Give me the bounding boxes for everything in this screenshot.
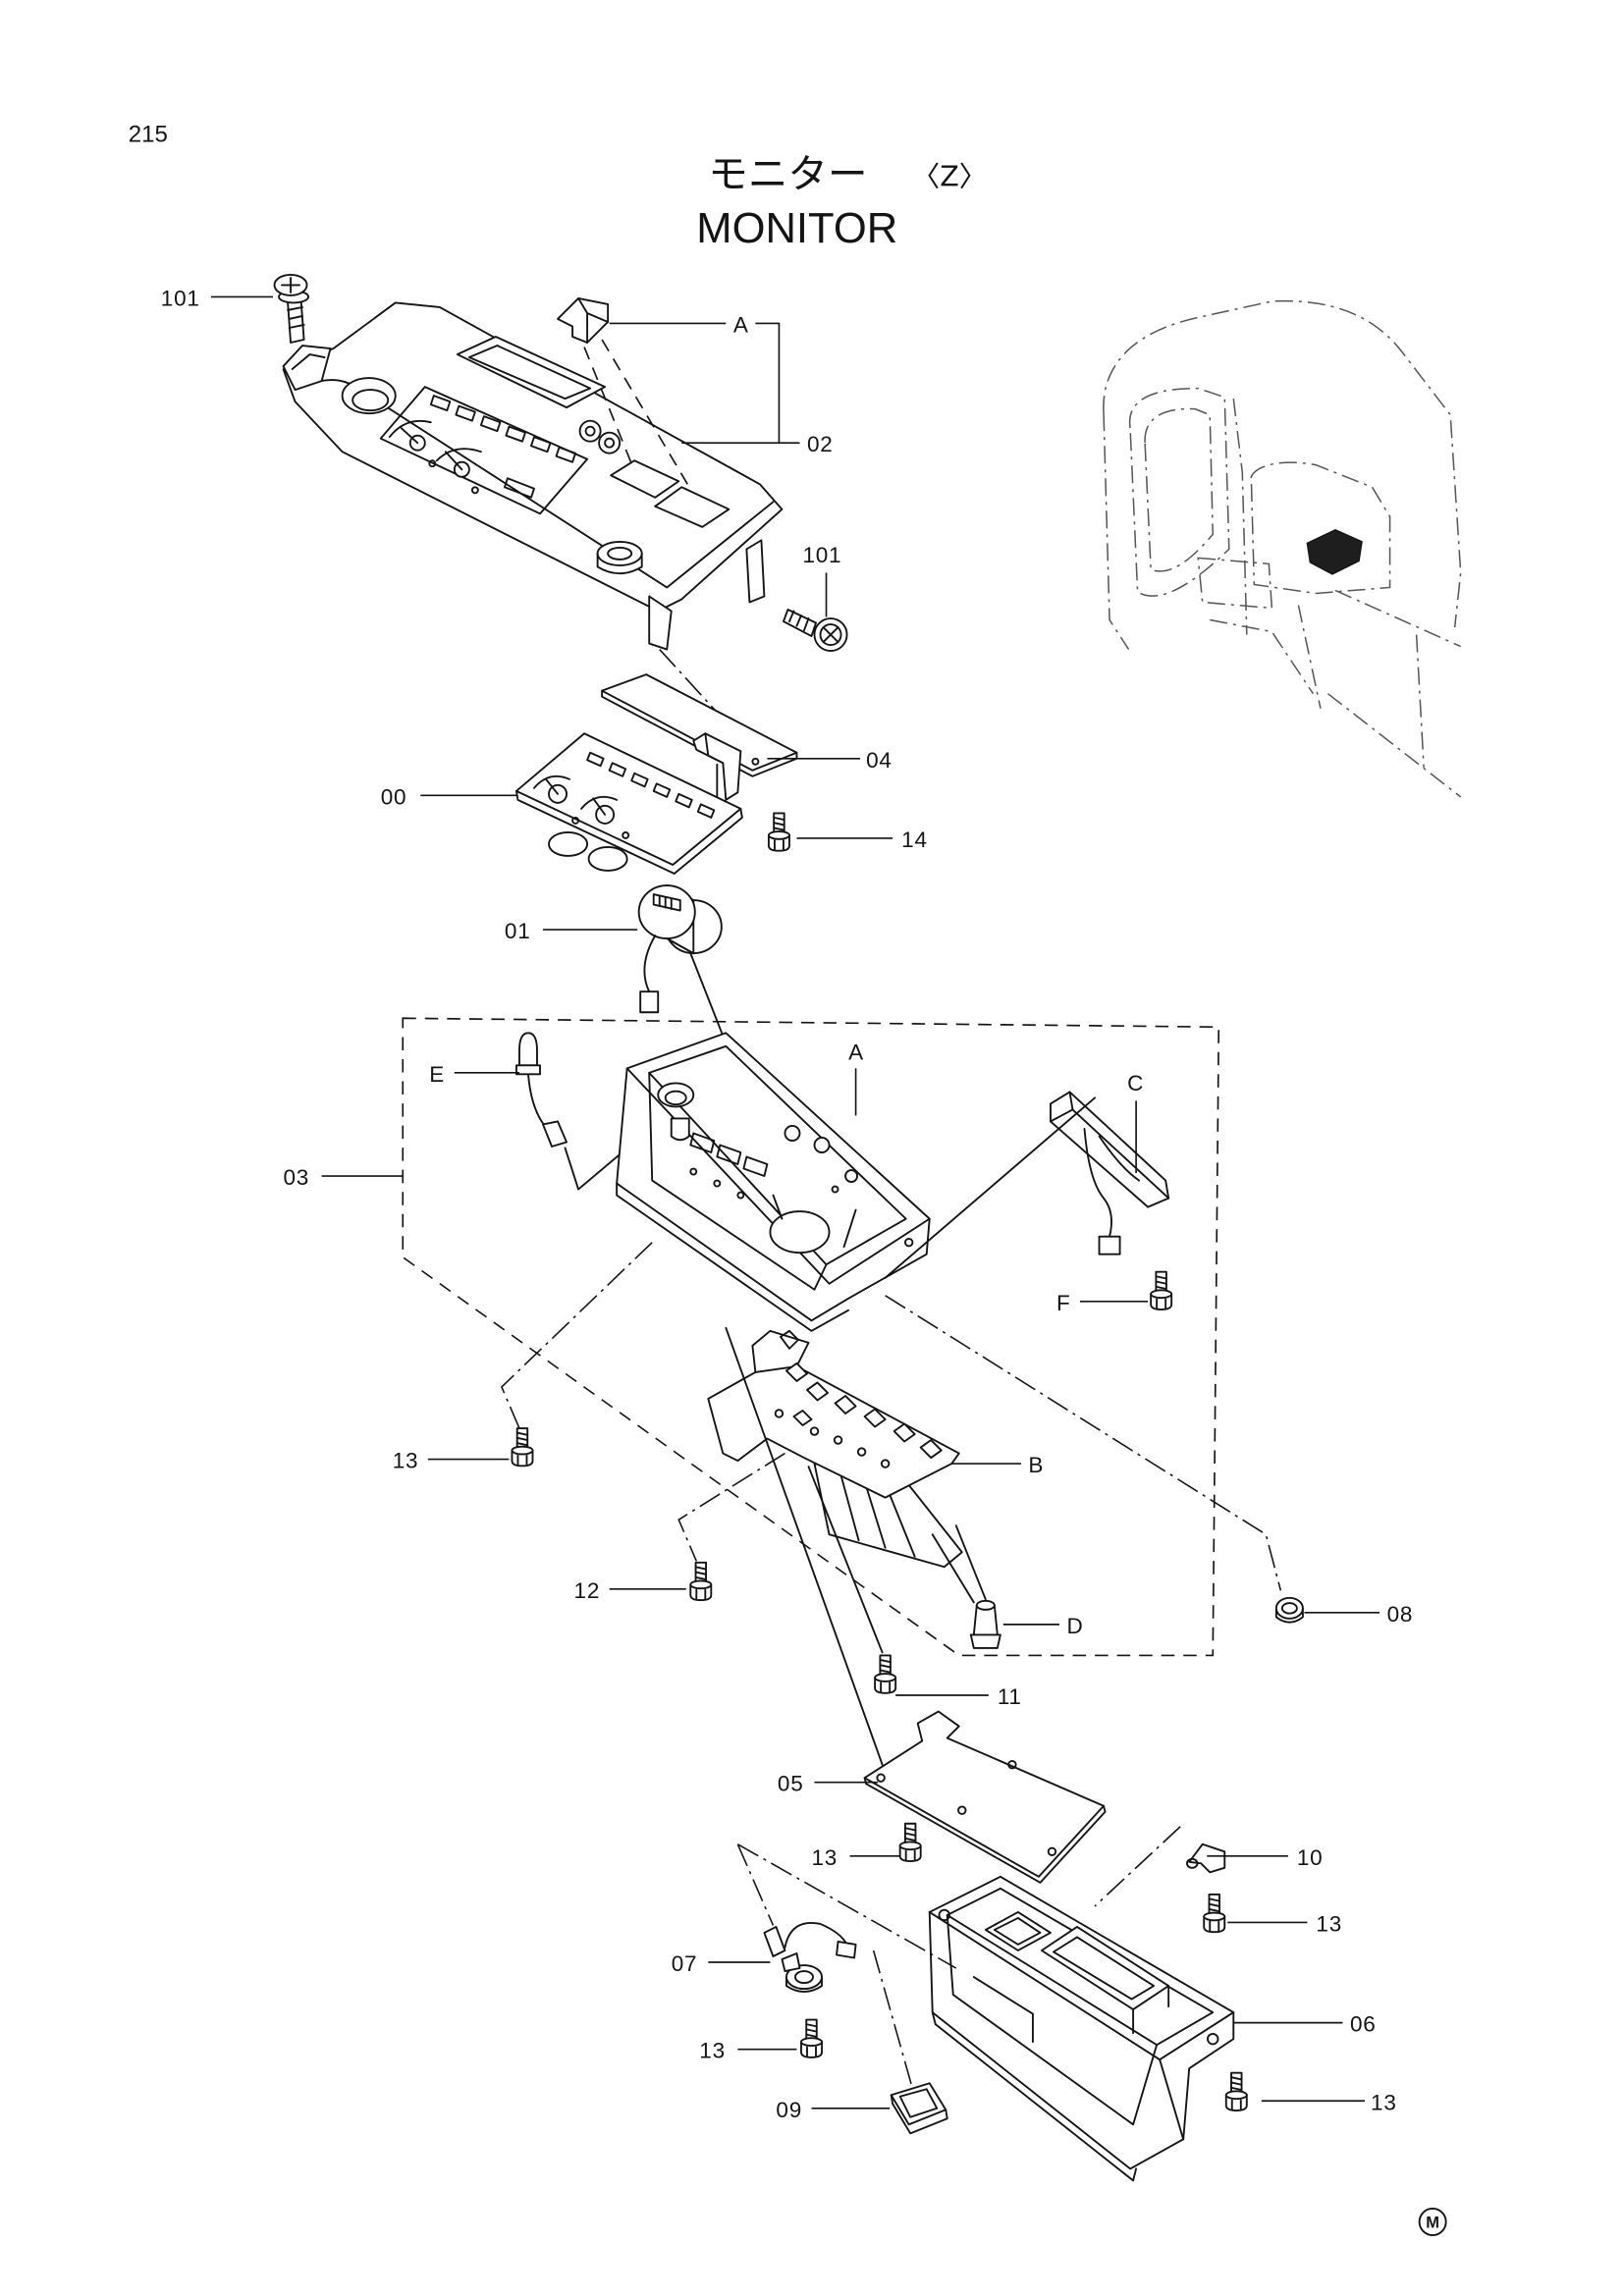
callout-02: 02 (807, 432, 834, 456)
gauge-dials (388, 419, 535, 499)
callout-b: B (1028, 1453, 1044, 1477)
callout-03: 03 (284, 1165, 310, 1190)
switch-07 (763, 1922, 857, 1993)
callout-00: 00 (381, 784, 407, 809)
title-japanese: モニター (708, 150, 867, 197)
callout-13-right-upper: 13 (1316, 1911, 1342, 1936)
callout-101-right: 101 (802, 543, 841, 567)
callout-14: 14 (901, 828, 928, 852)
label-window-right (654, 486, 730, 528)
callout-13-left: 13 (393, 1449, 419, 1473)
callout-labels: 101 A 02 101 04 00 14 01 E A C 03 F 13 B… (161, 286, 1413, 2121)
switch-sheet-b (707, 1329, 963, 1569)
grommet-09 (890, 2082, 948, 2135)
callout-d: D (1066, 1614, 1083, 1638)
monitor-case-a (616, 1032, 931, 1332)
callout-a-case: A (848, 1040, 864, 1064)
key-switch (578, 419, 622, 454)
callout-01: 01 (505, 919, 531, 943)
grommet-08 (1274, 1596, 1304, 1624)
callout-13-under-plate: 13 (812, 1845, 839, 1870)
callout-06: 06 (1350, 2012, 1377, 2037)
display-window-frame (456, 336, 607, 409)
callout-13-under-07: 13 (699, 2039, 726, 2063)
gauge-panel-area (379, 386, 589, 515)
callout-07: 07 (672, 1951, 698, 1976)
callout-09: 09 (776, 2098, 802, 2122)
gauge-panel-00 (515, 732, 743, 875)
callout-04: 04 (866, 748, 893, 773)
title-english: MONITOR (696, 205, 897, 252)
page-number: 215 (129, 122, 168, 148)
bolt-101-right (783, 609, 848, 653)
clip-10 (1186, 1842, 1226, 1874)
label-window-left (610, 459, 680, 499)
callout-e: E (429, 1062, 445, 1087)
meter-hole (341, 377, 397, 415)
corner-mark-letter: M (1426, 2213, 1439, 2231)
callout-c: C (1127, 1071, 1144, 1095)
bolt-101-top (273, 273, 310, 344)
monitor-cover-02 (282, 301, 784, 651)
circuit-board-04 (601, 673, 798, 801)
callout-13-bottom-right: 13 (1371, 2090, 1397, 2114)
monitor-location-marker (1306, 529, 1363, 575)
callout-12: 12 (574, 1578, 601, 1603)
indicator-lamp-windows (429, 395, 577, 463)
knob (596, 540, 643, 575)
machine-cab-location-sketch (1103, 299, 1462, 798)
callout-08: 08 (1387, 1602, 1414, 1627)
cover-clip-a (557, 296, 610, 344)
hour-meter-01 (637, 884, 723, 1014)
corner-circled-mark: M (1418, 2208, 1447, 2236)
assembly-boundary-03 (402, 1017, 1220, 1657)
lamp-e (515, 1032, 568, 1148)
leader-lines (210, 295, 1380, 2109)
callout-a-top: A (733, 312, 749, 337)
callout-10: 10 (1297, 1845, 1324, 1870)
bulb-d (969, 1599, 1001, 1649)
callout-05: 05 (778, 1772, 804, 1796)
lower-case-06 (928, 1875, 1235, 2182)
callout-f: F (1056, 1291, 1071, 1315)
title-variant: 〈Z〉 (912, 160, 988, 193)
callout-11: 11 (998, 1684, 1022, 1709)
callout-101-top: 101 (161, 286, 200, 310)
